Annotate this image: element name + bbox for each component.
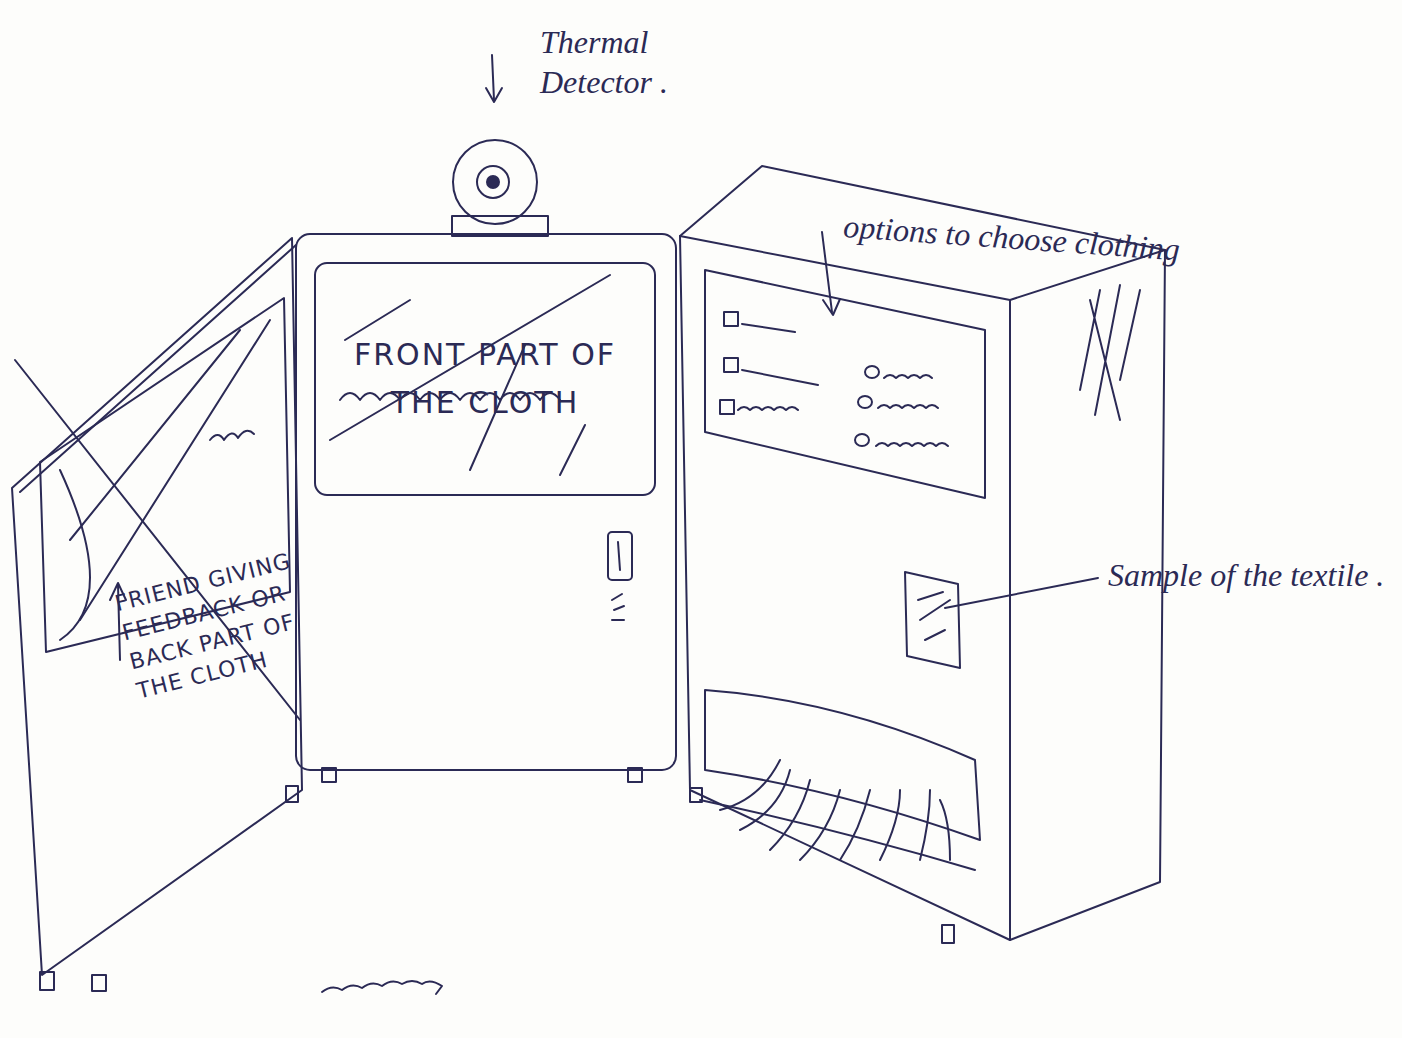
scribble <box>210 431 254 440</box>
option-line <box>876 443 948 446</box>
shading <box>1080 285 1140 420</box>
scribble <box>612 594 624 620</box>
clothing-folds <box>720 760 950 860</box>
option-line <box>742 370 818 385</box>
foot <box>942 925 954 943</box>
arrow-head <box>486 88 502 102</box>
screen-box: FRONT PART OF THE CLOTH <box>318 266 652 492</box>
option-line <box>884 375 932 378</box>
cross-out-line <box>345 300 410 340</box>
option-line <box>742 324 795 332</box>
annotation-label: Sample of the textile . <box>1108 555 1393 595</box>
detector-body <box>453 140 537 224</box>
option-line <box>738 407 798 410</box>
foot <box>286 786 298 802</box>
foot <box>322 768 336 782</box>
annotation-label: options to choose clothing <box>842 206 1373 283</box>
foot <box>40 972 54 990</box>
option-box <box>858 396 872 408</box>
option-line <box>878 405 938 408</box>
arrow-line <box>492 55 494 100</box>
option-box <box>865 366 879 378</box>
screen-shading <box>60 470 90 640</box>
option-box <box>724 358 738 372</box>
middle-screen <box>315 263 655 495</box>
detector-lens <box>487 176 499 188</box>
foot <box>690 788 702 802</box>
arrow-head <box>823 299 840 315</box>
middle-panel <box>296 234 676 770</box>
option-box <box>724 312 738 326</box>
cross-out-line <box>560 425 585 475</box>
textile-hatch <box>918 592 950 640</box>
leader-line <box>945 578 1098 608</box>
cabinet-side <box>1010 250 1165 940</box>
option-box <box>720 400 734 414</box>
node-text: FRONT PART OF THE CLOTH <box>318 331 652 427</box>
annotation-label: FRIEND GIVING FEEDBACK OR BACK PART OF T… <box>112 544 325 706</box>
foot <box>628 768 642 782</box>
coin-slot <box>608 532 632 580</box>
cabinet-front <box>680 236 1010 940</box>
clothing-folds <box>700 800 975 870</box>
detector-lens <box>477 166 509 198</box>
options-screen <box>705 270 985 498</box>
door-edge <box>20 245 296 492</box>
option-box <box>855 434 869 446</box>
textile-sample <box>905 572 960 668</box>
foot <box>92 975 106 991</box>
annotation-label: Thermal Detector . <box>540 22 700 102</box>
signature-scribble <box>322 981 442 994</box>
coin-slot <box>618 542 620 570</box>
dispenser-slot <box>705 690 980 840</box>
